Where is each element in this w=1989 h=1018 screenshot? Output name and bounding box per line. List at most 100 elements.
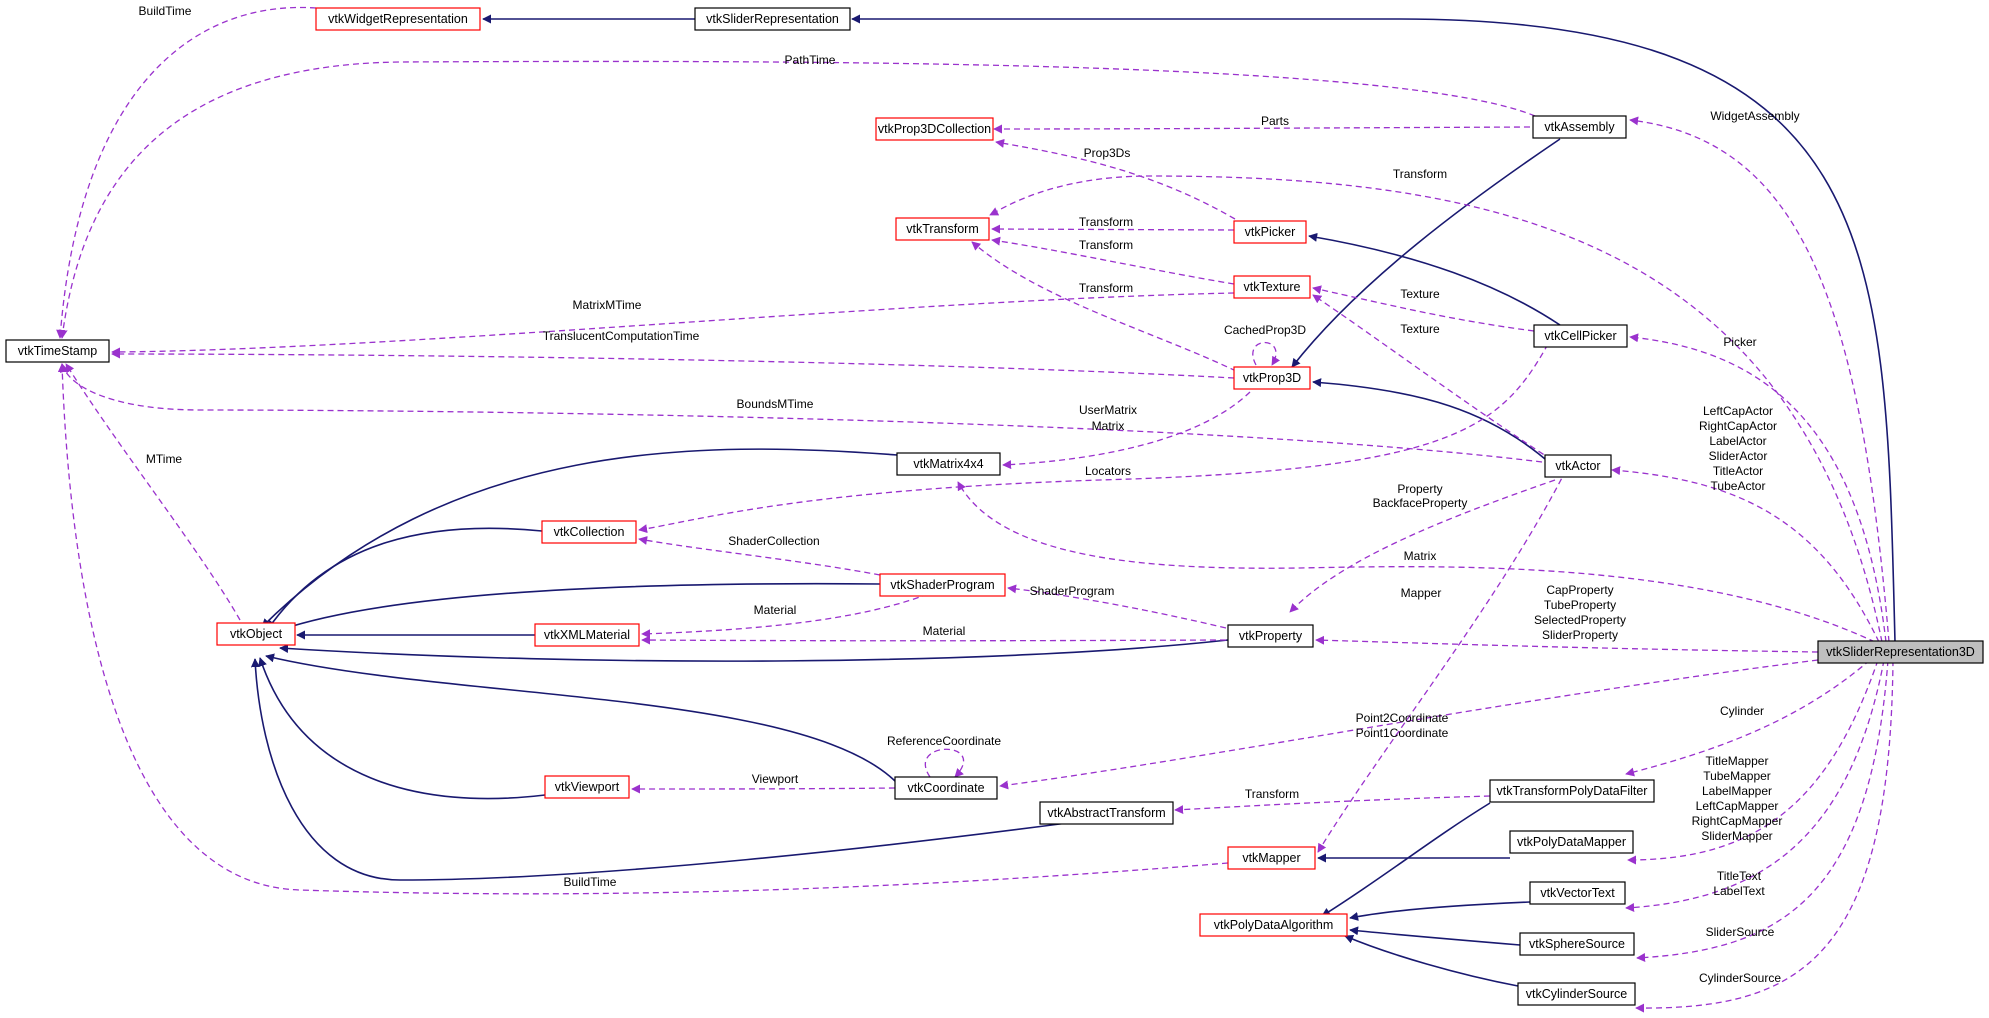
- node-label: vtkSphereSource: [1529, 937, 1625, 951]
- node-vtkshaderprogram[interactable]: vtkShaderProgram: [879, 573, 1006, 597]
- node-label: vtkPicker: [1245, 225, 1296, 239]
- node-vtkcellpicker[interactable]: vtkCellPicker: [1533, 324, 1628, 348]
- edge-sliderrep3d-to-sliderrep: [851, 14, 1896, 643]
- label-parts: Parts: [1261, 114, 1289, 128]
- edge-texture-matrixmtime: [111, 292, 1235, 357]
- edge-rep3d-cylinder: [1625, 659, 1871, 777]
- edge-cellpicker-locators: [638, 343, 1549, 534]
- node-vtkproperty[interactable]: vtkProperty: [1227, 624, 1314, 648]
- edge-abstracttransform-to-object: [250, 658, 1076, 881]
- node-vtktimestamp[interactable]: vtkTimeStamp: [5, 339, 110, 363]
- label-tube-actor: TubeActor: [1711, 479, 1766, 493]
- label-transform-prop3d: Transform: [1079, 281, 1133, 295]
- node-label: vtkXMLMaterial: [544, 628, 630, 642]
- edge-rep3d-mappers: [1627, 659, 1879, 865]
- edge-shaderprogram-material: [641, 593, 929, 639]
- label-path-time: PathTime: [785, 53, 836, 67]
- edge-viewport-to-object: [258, 657, 546, 800]
- node-vtkabstracttransform[interactable]: vtkAbstractTransform: [1039, 801, 1174, 825]
- label-slider-mapper: SliderMapper: [1701, 829, 1772, 843]
- edge-rep3d-actors: [1611, 466, 1880, 643]
- node-label: vtkSliderRepresentation: [706, 12, 839, 26]
- node-vtktexture[interactable]: vtkTexture: [1233, 275, 1311, 299]
- node-label: vtkProperty: [1239, 629, 1303, 643]
- label-material-upper: Material: [754, 603, 797, 617]
- edge-rep3d-picker: [1629, 333, 1887, 643]
- label-translucent-time: TranslucentComputationTime: [543, 329, 700, 343]
- edge-prop3d-cachedprop3d: [1252, 342, 1281, 366]
- node-label: vtkPolyDataAlgorithm: [1214, 918, 1334, 932]
- label-label-mapper: LabelMapper: [1702, 784, 1772, 798]
- node-vtkvectortext[interactable]: vtkVectorText: [1529, 881, 1626, 905]
- edge-prop3d-transform: [971, 241, 1237, 372]
- label-cylinder-source: CylinderSource: [1699, 971, 1781, 985]
- edge-coordinate-referencecoordinate: [924, 748, 964, 778]
- node-label: vtkTransformPolyDataFilter: [1497, 784, 1648, 798]
- node-vtkprop3dcollection[interactable]: vtkProp3DCollection: [875, 117, 994, 141]
- node-label: vtkProp3DCollection: [878, 122, 991, 136]
- edge-transformfilter-transform: [1174, 795, 1491, 815]
- node-label: vtkObject: [230, 627, 283, 641]
- label-backface-property: BackfaceProperty: [1373, 496, 1468, 510]
- edge-widgetrep-buildtime: [56, 6, 317, 339]
- node-vtksliderrepresentation[interactable]: vtkSliderRepresentation: [694, 7, 851, 31]
- node-label: vtkSliderRepresentation3D: [1826, 645, 1975, 659]
- edge-picker-prop3ds: [995, 138, 1236, 220]
- node-vtkactor[interactable]: vtkActor: [1544, 454, 1612, 478]
- label-build-time-top: BuildTime: [139, 4, 192, 18]
- node-vtkpolydataalgorithm[interactable]: vtkPolyDataAlgorithm: [1199, 913, 1348, 937]
- edge-texture-transform: [991, 236, 1235, 285]
- edge-rep3d-texts: [1625, 659, 1885, 913]
- label-right-cap-actor: RightCapActor: [1699, 419, 1777, 433]
- label-texture-cellpicker: Texture: [1400, 287, 1440, 301]
- edge-coordinate-viewport: [631, 784, 896, 794]
- node-vtkviewport[interactable]: vtkViewport: [544, 775, 630, 799]
- node-vtkmapper[interactable]: vtkMapper: [1227, 846, 1316, 870]
- edge-rep3d-coordinates: [999, 659, 1819, 790]
- node-vtkmatrix4x4[interactable]: vtkMatrix4x4: [896, 452, 1001, 476]
- label-locators: Locators: [1085, 464, 1131, 478]
- node-vtkcoordinate[interactable]: vtkCoordinate: [894, 776, 998, 800]
- node-label: vtkActor: [1555, 459, 1600, 473]
- label-mapper: Mapper: [1401, 586, 1442, 600]
- label-widget-assembly: WidgetAssembly: [1710, 109, 1799, 123]
- label-property: Property: [1397, 482, 1442, 496]
- node-vtkpicker[interactable]: vtkPicker: [1233, 220, 1307, 244]
- label-viewport: Viewport: [752, 772, 799, 786]
- node-label: vtkMapper: [1242, 851, 1300, 865]
- node-label: vtkPolyDataMapper: [1517, 835, 1626, 849]
- node-vtkprop3d[interactable]: vtkProp3D: [1233, 366, 1311, 390]
- node-vtkxmlmaterial[interactable]: vtkXMLMaterial: [534, 623, 640, 647]
- node-label: vtkVectorText: [1540, 886, 1615, 900]
- edge-mapper-buildtime: [57, 363, 1229, 895]
- label-slider-property: SliderProperty: [1542, 628, 1618, 642]
- edge-actor-to-prop3d: [1312, 378, 1553, 466]
- node-vtkobject[interactable]: vtkObject: [216, 622, 296, 646]
- node-vtkcylindersource[interactable]: vtkCylinderSource: [1517, 982, 1636, 1006]
- node-vtkcollection[interactable]: vtkCollection: [541, 520, 637, 544]
- edge-prop3d-translucenttime: [111, 349, 1235, 379]
- node-vtkassembly[interactable]: vtkAssembly: [1532, 115, 1627, 139]
- label-matrix-small: Matrix: [1092, 419, 1125, 433]
- edge-rep3d-properties: [1315, 635, 1819, 653]
- label-matrix-big: Matrix: [1404, 549, 1437, 563]
- label-bounds-mtime: BoundsMTime: [737, 397, 814, 411]
- label-cap-property: CapProperty: [1546, 583, 1613, 597]
- edge-rep3d-slidersource: [1636, 659, 1889, 963]
- node-vtktransformpolydatafilter[interactable]: vtkTransformPolyDataFilter: [1489, 779, 1655, 803]
- label-transform-texture: Transform: [1079, 238, 1133, 252]
- label-shader-collection: ShaderCollection: [728, 534, 819, 548]
- node-vtktransform[interactable]: vtkTransform: [895, 217, 990, 241]
- node-vtkspheresource[interactable]: vtkSphereSource: [1519, 932, 1635, 956]
- node-vtksliderrepresentation3d[interactable]: vtkSliderRepresentation3D: [1817, 640, 1984, 664]
- label-slider-source: SliderSource: [1706, 925, 1775, 939]
- node-vtkwidgetrepresentation[interactable]: vtkWidgetRepresentation: [315, 7, 481, 31]
- edge-shaderprogram-to-object: [279, 582, 881, 632]
- node-label: vtkMatrix4x4: [913, 457, 983, 471]
- label-left-cap-mapper: LeftCapMapper: [1696, 799, 1779, 813]
- label-point2-coordinate: Point2Coordinate: [1356, 711, 1449, 725]
- edge-prop3d-matrix: [1002, 391, 1251, 470]
- node-vtkpolydatamapper[interactable]: vtkPolyDataMapper: [1509, 830, 1634, 854]
- label-build-time-bottom: BuildTime: [564, 875, 617, 889]
